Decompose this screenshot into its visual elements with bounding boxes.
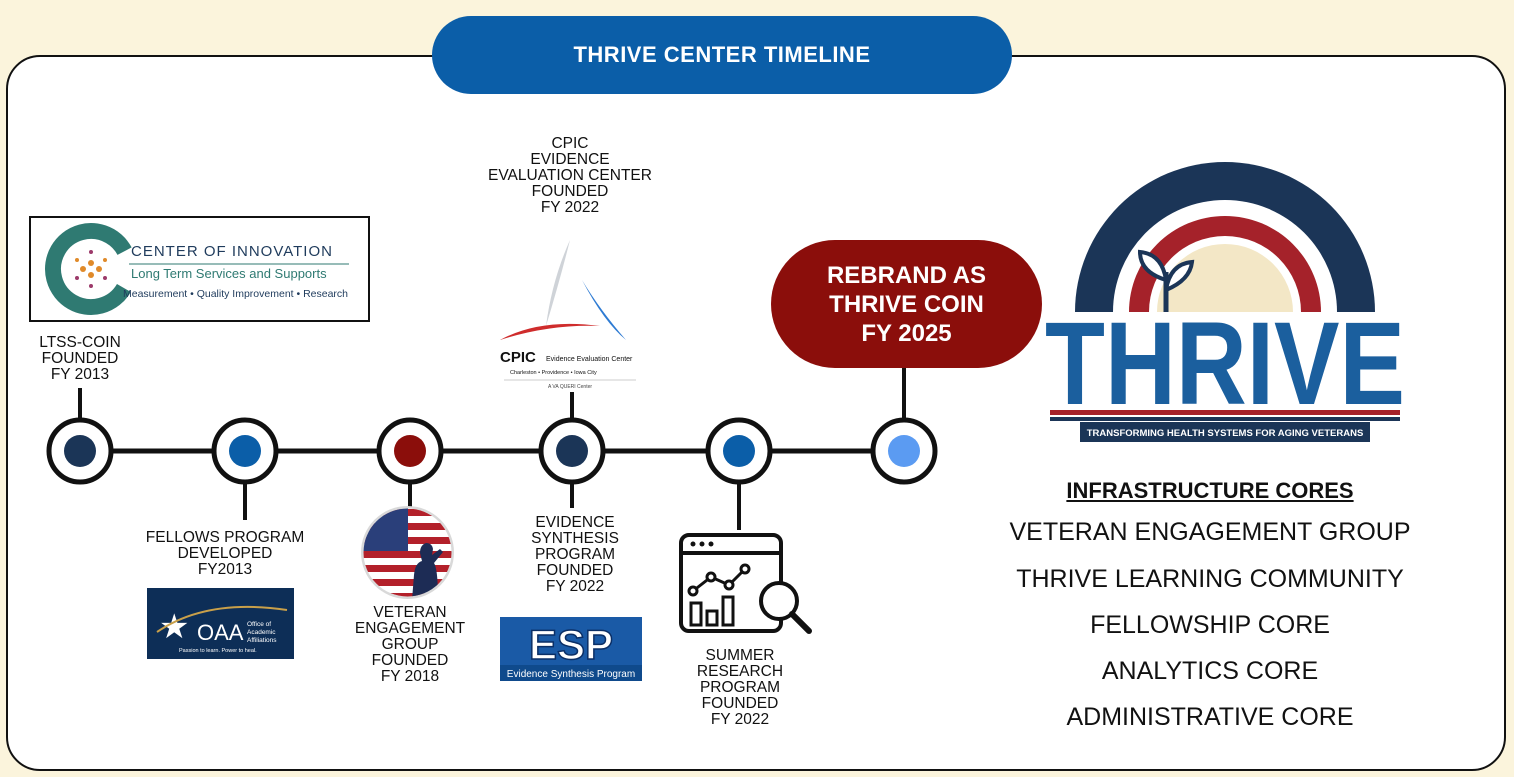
sprout-icon [1137, 249, 1195, 312]
milestone-label-veg: VETERAN ENGAGEMENT GROUP FOUNDED FY 2018 [354, 604, 466, 685]
esp-logo: ESP Evidence Synthesis Program [500, 617, 642, 681]
milestone-label-ltss: LTSS-COIN FOUNDED FY 2013 [39, 334, 121, 383]
coin-logo: CENTER OF INNOVATION Long Term Services … [29, 216, 370, 322]
esp-logo-sub: Evidence Synthesis Program [507, 669, 635, 680]
coin-logo-line2: Long Term Services and Supports [131, 266, 327, 281]
analytics-magnifier-icon [679, 533, 814, 635]
milestone-label-fellows: FELLOWS PROGRAM DEVELOPED FY2013 [145, 529, 305, 578]
core-item: ADMINISTRATIVE CORE [1066, 703, 1354, 731]
coin-logo-line3: Measurement • Quality Improvement • Rese… [123, 288, 348, 300]
milestone-label-summer: SUMMER RESEARCH PROGRAM FOUNDED FY 2022 [696, 647, 784, 728]
cpic-logo-cities: Charleston • Providence • Iowa City [510, 370, 597, 376]
cpic-logo-name: CPIC [500, 349, 536, 366]
thrive-logo-tagline: TRANSFORMING HEALTH SYSTEMS FOR AGING VE… [1087, 428, 1364, 439]
oaa-logo: ★ OAA Office of Academic Affiliations Pa… [147, 588, 294, 659]
thrive-logo-name: THRIVE [1045, 298, 1405, 430]
veteran-flag-badge [360, 505, 455, 600]
page-title: THRIVE CENTER TIMELINE [432, 16, 1012, 94]
timeline-node [705, 417, 773, 485]
milestone-label-esp: EVIDENCE SYNTHESIS PROGRAM FOUNDED FY 20… [531, 514, 619, 595]
milestone-label-cpic: CPIC EVIDENCE EVALUATION CENTER FOUNDED … [488, 135, 652, 216]
core-item: THRIVE LEARNING COMMUNITY [1016, 565, 1404, 593]
oaa-logo-tagline: Passion to learn. Power to heal. [179, 648, 257, 654]
core-item: FELLOWSHIP CORE [1090, 611, 1330, 639]
oaa-logo-name: OAA [197, 620, 244, 645]
core-item: VETERAN ENGAGEMENT GROUP [1009, 518, 1411, 546]
thrive-logo: THRIVE TRANSFORMING HEALTH SYSTEMS FOR A… [1040, 112, 1410, 447]
coin-logo-line1: CENTER OF INNOVATION [131, 243, 333, 260]
timeline-node [376, 417, 444, 485]
cpic-logo: CPIC Evidence Evaluation Center Charlest… [500, 240, 640, 390]
infrastructure-cores-heading: INFRASTRUCTURE CORES [1066, 478, 1354, 503]
esp-logo-name: ESP [529, 621, 613, 668]
timeline-node [870, 417, 938, 485]
oaa-logo-sub3: Affiliations [247, 637, 277, 644]
cpic-logo-sub: Evidence Evaluation Center [546, 356, 633, 363]
rebrand-badge: REBRAND AS THRIVE COIN FY 2025 [771, 240, 1042, 368]
saluting-soldier-icon [412, 543, 443, 597]
oaa-logo-sub2: Academic [247, 629, 276, 636]
cpic-logo-note: A VA QUERI Center [548, 384, 592, 390]
timeline-node [538, 417, 606, 485]
timeline-node [46, 417, 114, 485]
core-item: ANALYTICS CORE [1101, 657, 1319, 685]
timeline-node [211, 417, 279, 485]
oaa-logo-sub1: Office of [247, 621, 271, 628]
